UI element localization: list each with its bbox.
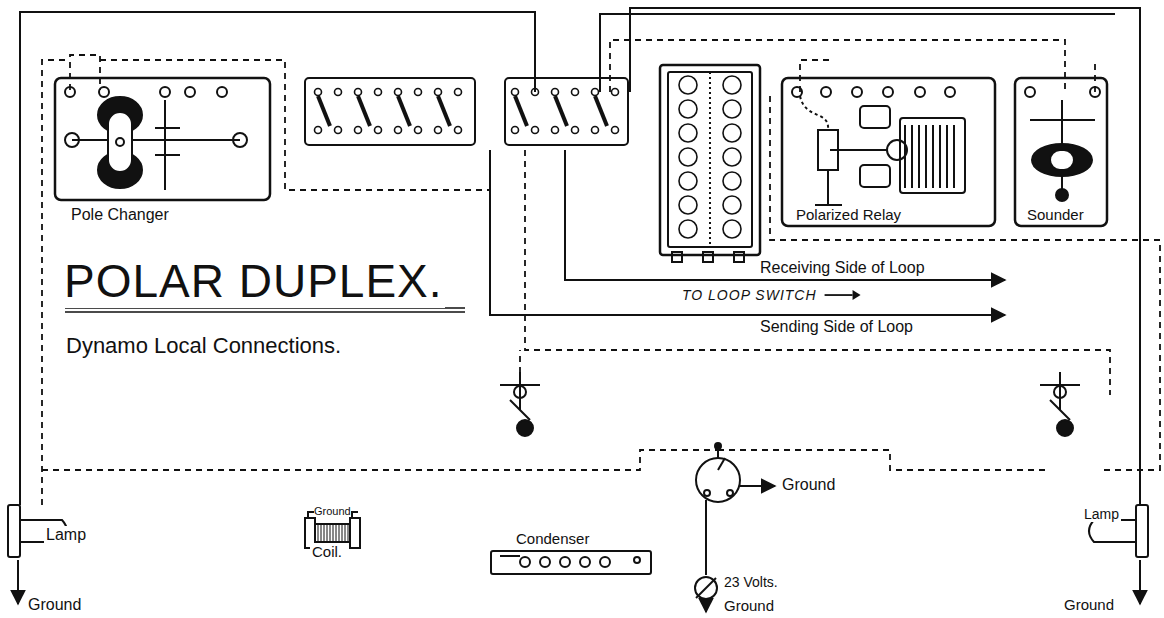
winding — [321, 524, 322, 542]
wire-label: Ground — [722, 597, 776, 614]
terminal — [455, 127, 462, 134]
plug — [438, 96, 450, 126]
winding — [345, 524, 346, 542]
wire-label: Ground — [1062, 596, 1116, 613]
resistance-button — [679, 148, 697, 166]
resistance-button — [723, 100, 741, 118]
diagram-title: POLAR DUPLEX. — [62, 255, 445, 308]
terminal — [612, 89, 619, 96]
wire-label: 23 Volts. — [722, 574, 780, 590]
direction-arrow — [825, 294, 853, 296]
node-label: Lamp — [44, 526, 88, 544]
pole-changer: Pole Changer — [55, 78, 270, 200]
resistance-button — [723, 76, 741, 94]
winding — [342, 524, 343, 542]
ground-coil: GroundCoil. — [300, 505, 364, 560]
node-label: Lamp — [1082, 506, 1121, 522]
resistance-button — [679, 76, 697, 94]
terminal — [435, 89, 442, 96]
terminal — [355, 127, 362, 134]
winding — [330, 524, 331, 542]
terminal — [335, 127, 342, 134]
plug — [358, 96, 370, 126]
sounder: Sounder — [1015, 78, 1107, 226]
wire-label: Ground — [780, 476, 837, 494]
wire-label: Ground — [26, 596, 83, 614]
resistance-button — [679, 172, 697, 190]
wire-label: Sending Side of Loop — [758, 318, 915, 336]
terminal — [315, 89, 322, 96]
terminal — [592, 89, 599, 96]
resistance-button — [723, 220, 741, 238]
resistance-button — [679, 220, 697, 238]
terminal — [395, 127, 402, 134]
wire-label: Receiving Side of Loop — [758, 259, 927, 277]
resistance-button — [723, 196, 741, 214]
plug — [555, 96, 567, 126]
terminal — [532, 127, 539, 134]
terminal — [532, 89, 539, 96]
terminal — [592, 127, 599, 134]
terminal — [512, 127, 519, 134]
lamp: Lamp — [6, 500, 96, 560]
node-label: Sounder — [1025, 206, 1086, 223]
node-label: Polarized Relay — [794, 206, 903, 223]
resistance-button — [679, 100, 697, 118]
terminal — [415, 127, 422, 134]
terminal — [315, 127, 322, 134]
resistance-button — [679, 124, 697, 142]
node-label: Ground — [312, 505, 353, 518]
terminal — [455, 89, 462, 96]
winding — [333, 524, 334, 542]
terminal — [572, 127, 579, 134]
resistance-button — [723, 124, 741, 142]
arrowhead — [853, 290, 861, 300]
plug — [595, 96, 607, 126]
diagram-caption: Dynamo Local Connections. — [64, 333, 343, 358]
winding — [324, 524, 325, 542]
terminal — [512, 89, 519, 96]
condenser: Condenser — [490, 550, 652, 575]
winding — [339, 524, 340, 542]
terminal — [552, 89, 559, 96]
plug — [515, 96, 527, 126]
node-label: Pole Changer — [69, 206, 171, 224]
node-label: Condenser — [514, 530, 591, 547]
terminal — [552, 127, 559, 134]
terminal — [375, 127, 382, 134]
wire-label: TO LOOP SWITCH — [680, 287, 819, 303]
plug — [318, 96, 330, 126]
resistance-button — [723, 172, 741, 190]
terminal — [415, 89, 422, 96]
terminal — [435, 127, 442, 134]
winding — [318, 524, 319, 542]
terminal — [395, 89, 402, 96]
terminal — [572, 89, 579, 96]
winding — [327, 524, 328, 542]
resistance-button — [723, 148, 741, 166]
polarized-relay: Polarized Relay — [782, 78, 995, 226]
terminal — [612, 127, 619, 134]
winding — [336, 524, 337, 542]
winding — [348, 524, 349, 542]
plug — [398, 96, 410, 126]
terminal — [355, 89, 362, 96]
node-label: Coil. — [310, 543, 344, 560]
terminal — [375, 89, 382, 96]
lamp: Lamp — [1070, 500, 1150, 560]
resistance-button — [679, 196, 697, 214]
terminal — [335, 89, 342, 96]
